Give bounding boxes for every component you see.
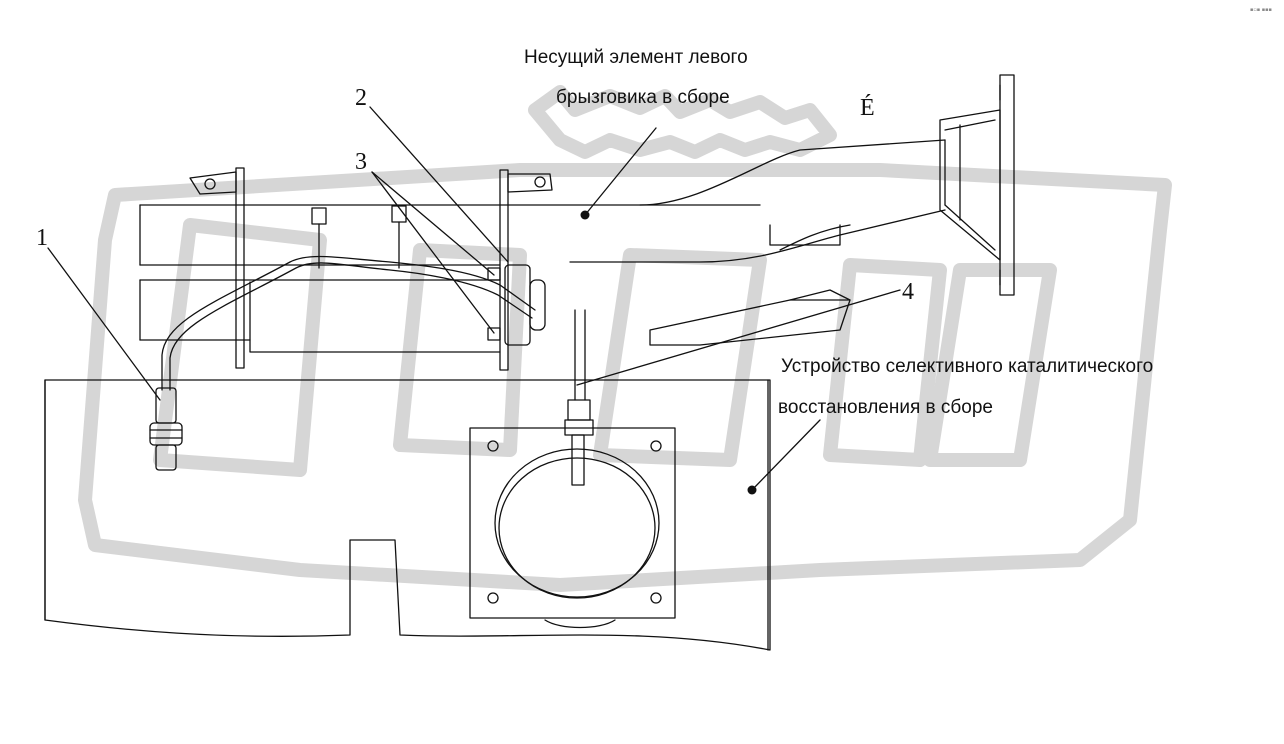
bracket-left xyxy=(189,167,245,369)
sensor-assembly-2 xyxy=(487,264,546,346)
sensor-pipe xyxy=(161,255,536,391)
leader-dots xyxy=(580,210,757,495)
corner-mark: ▪▫▪ ▪▪▪ xyxy=(1250,7,1272,13)
label-scr-line2: восстановления в сборе xyxy=(778,397,994,418)
left-mudguard-support xyxy=(649,289,851,346)
label-left-mudguard-line1: Несущий элемент левого xyxy=(524,47,748,68)
temperature-sensor-1 xyxy=(149,387,183,471)
label-part-1: 1 xyxy=(36,225,48,251)
label-mark-e: É xyxy=(860,95,875,121)
leader-lines xyxy=(47,106,901,491)
inlet-flange xyxy=(469,427,676,629)
opex-watermark xyxy=(78,85,1172,592)
label-left-mudguard-line2: брызговика в сборе xyxy=(556,87,730,108)
outlet-flange xyxy=(939,74,1015,296)
label-part-4: 4 xyxy=(902,279,914,305)
label-part-3: 3 xyxy=(355,149,367,175)
watermark-text: OPEX xyxy=(4,735,18,741)
pipe-clamps xyxy=(311,205,407,269)
scr-unit-body xyxy=(44,379,771,651)
label-scr-line1: Устройство селективного каталитического xyxy=(781,356,1154,377)
label-part-2: 2 xyxy=(355,85,367,111)
frame-rails xyxy=(139,139,946,353)
